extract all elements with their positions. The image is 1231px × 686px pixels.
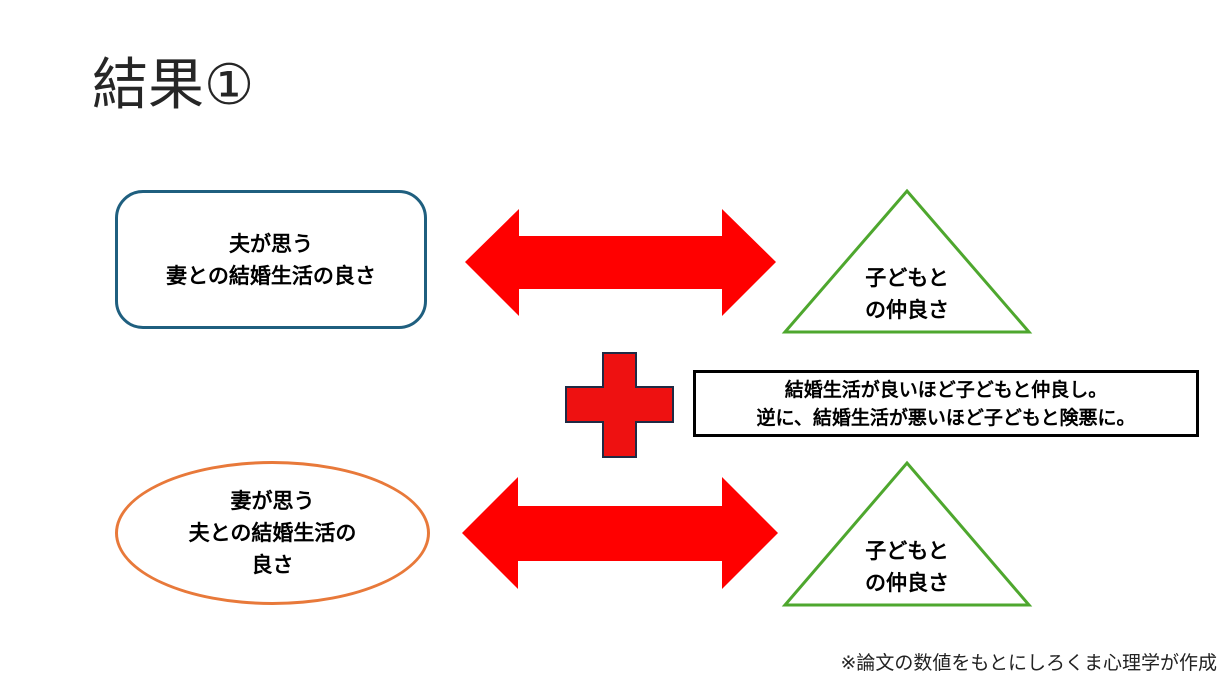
- double-arrow-bottom: [462, 477, 778, 589]
- child-relationship-top-text: 子どもと の仲良さ: [820, 262, 994, 326]
- triangle-top: [781, 188, 1033, 334]
- child-relationship-top-line2: の仲良さ: [865, 298, 949, 322]
- finding-line2: 逆に、結婚生活が悪いほど子どもと険悪に。: [756, 406, 1136, 429]
- finding-line1: 結婚生活が良いほど子どもと仲良し。: [784, 378, 1108, 401]
- plus-sign: [565, 352, 674, 458]
- husband-view-line1: 夫が思う: [229, 231, 313, 256]
- child-relationship-top-line1: 子どもと: [865, 266, 949, 290]
- triangle-bottom: [781, 460, 1033, 607]
- child-relationship-bottom-text: 子どもと の仲良さ: [820, 535, 994, 599]
- husband-view-box: [115, 190, 427, 329]
- wife-view-text: 妻が思う 夫との結婚生活の 良さ: [115, 461, 430, 605]
- child-relationship-bottom-line1: 子どもと: [865, 539, 949, 563]
- husband-view-text: 夫が思う 妻との結婚生活の良さ: [115, 190, 427, 329]
- child-relationship-bottom-line2: の仲良さ: [865, 571, 949, 595]
- source-note: ※論文の数値をもとにしろくま心理学が作成: [840, 652, 1217, 674]
- wife-view-line3: 良さ: [251, 553, 294, 577]
- double-arrow-top: [465, 209, 776, 316]
- wife-view-line2: 夫との結婚生活の: [188, 521, 357, 545]
- wife-view-line1: 妻が思う: [230, 489, 315, 513]
- finding-box: 結婚生活が良いほど子どもと仲良し。 逆に、結婚生活が悪いほど子どもと険悪に。: [693, 370, 1199, 437]
- slide-title: 結果①: [92, 53, 255, 118]
- husband-view-line2: 妻との結婚生活の良さ: [166, 263, 376, 288]
- wife-view-ellipse: [115, 461, 430, 605]
